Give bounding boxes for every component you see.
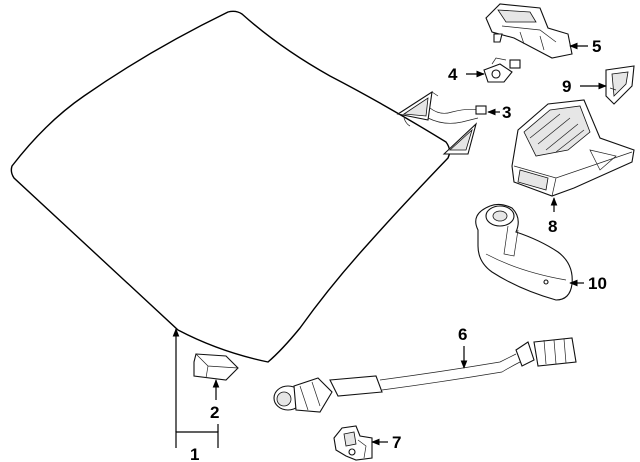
callout-7: 7 [392,433,401,452]
callout-9: 9 [562,77,571,96]
leader-lines [172,42,607,448]
callout-3: 3 [502,103,511,122]
callout-2: 2 [210,403,219,422]
retaining-clip [333,425,373,461]
clip [483,57,521,83]
callout-8: 8 [548,217,557,236]
callout-10: 10 [588,274,607,293]
windshield-glass [10,10,451,363]
sensor-pad [193,353,239,381]
sensor-housing [485,3,573,59]
rear-view-mirror [475,203,573,301]
callout-labels: 1 2 3 4 5 6 7 8 9 10 [190,37,607,462]
small-bracket [605,65,635,105]
callout-5: 5 [592,37,601,56]
camera-harness [273,337,577,413]
callout-1: 1 [190,445,199,462]
mirror-bracket-assembly [396,90,487,155]
callout-6: 6 [458,325,467,344]
callout-4: 4 [448,65,458,84]
mirror-cover [511,99,635,197]
